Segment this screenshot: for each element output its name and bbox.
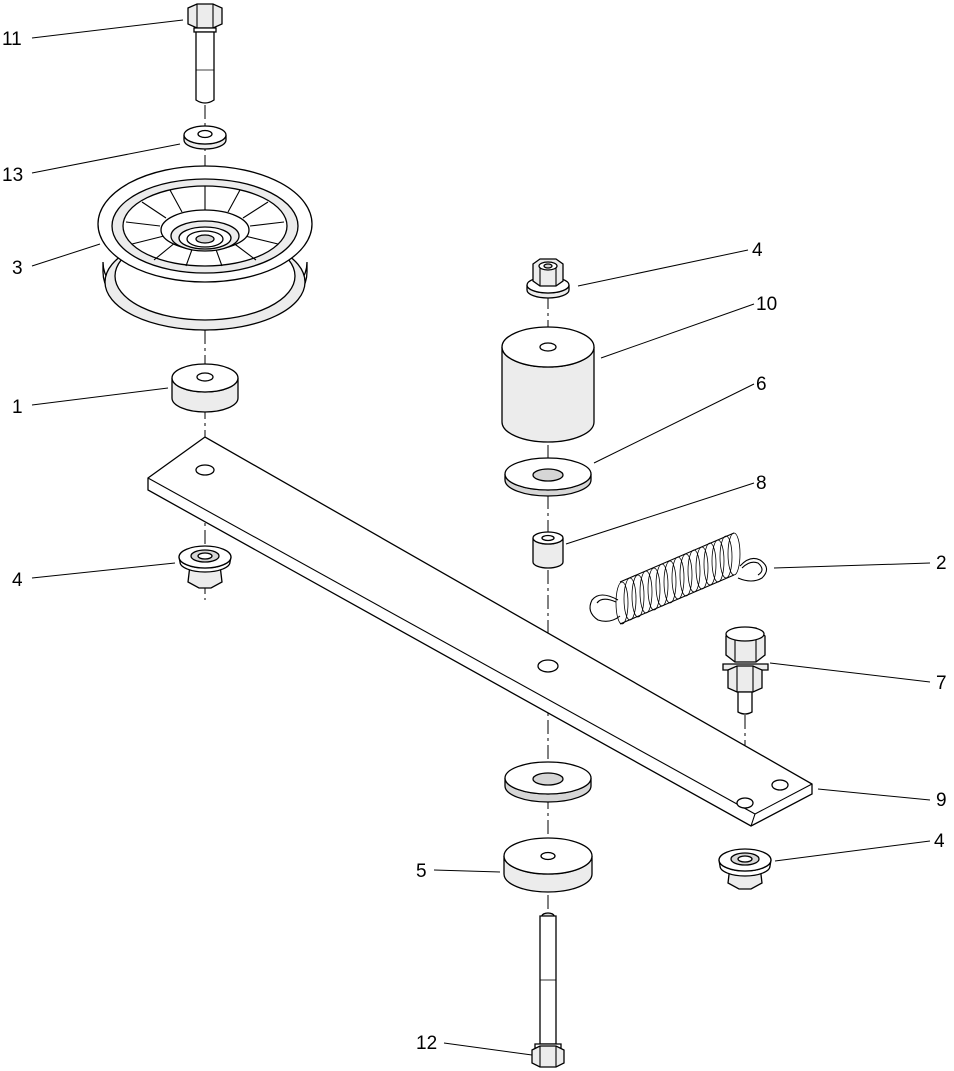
flange-nut-part-4-left <box>178 545 232 589</box>
pulley-part-3 <box>97 165 313 331</box>
callout-8: 8 <box>756 473 767 494</box>
washer-below-arm <box>504 761 592 803</box>
idler-arm-part-9 <box>147 436 813 827</box>
callout-7: 7 <box>936 673 947 694</box>
callout-2: 2 <box>936 553 947 574</box>
spring-coils <box>615 532 741 625</box>
callout-4-left: 4 <box>12 570 23 591</box>
callout-12: 12 <box>416 1033 437 1054</box>
bolt-part-11 <box>187 3 223 104</box>
callout-6: 6 <box>756 374 767 395</box>
spacer-part-8 <box>532 531 564 569</box>
callout-11: 11 <box>2 29 22 50</box>
callout-5: 5 <box>416 861 427 882</box>
callout-9: 9 <box>936 790 947 811</box>
callout-1: 1 <box>12 397 23 418</box>
callout-labels: 11 13 3 1 4 4 10 6 8 2 7 9 4 5 12 <box>2 29 947 1054</box>
callout-4-top: 4 <box>752 240 763 261</box>
bolt-part-12 <box>531 912 565 1068</box>
washer-part-6 <box>504 457 592 497</box>
callout-13: 13 <box>2 165 23 186</box>
spring-part-2 <box>589 532 768 625</box>
shoulder-bolt-part-7 <box>722 626 769 715</box>
pulley-spokes <box>125 186 285 267</box>
spacer-part-1 <box>171 363 239 413</box>
callout-10: 10 <box>756 294 777 315</box>
flange-nut-part-4-top <box>526 258 570 299</box>
bushing-part-10 <box>501 326 595 443</box>
spacer-part-5 <box>503 837 593 893</box>
callout-3: 3 <box>12 258 23 279</box>
leader-lines <box>31 19 931 1056</box>
washer-part-13 <box>183 125 227 150</box>
callout-4-right: 4 <box>934 831 945 852</box>
flange-nut-part-4-right <box>718 848 772 890</box>
